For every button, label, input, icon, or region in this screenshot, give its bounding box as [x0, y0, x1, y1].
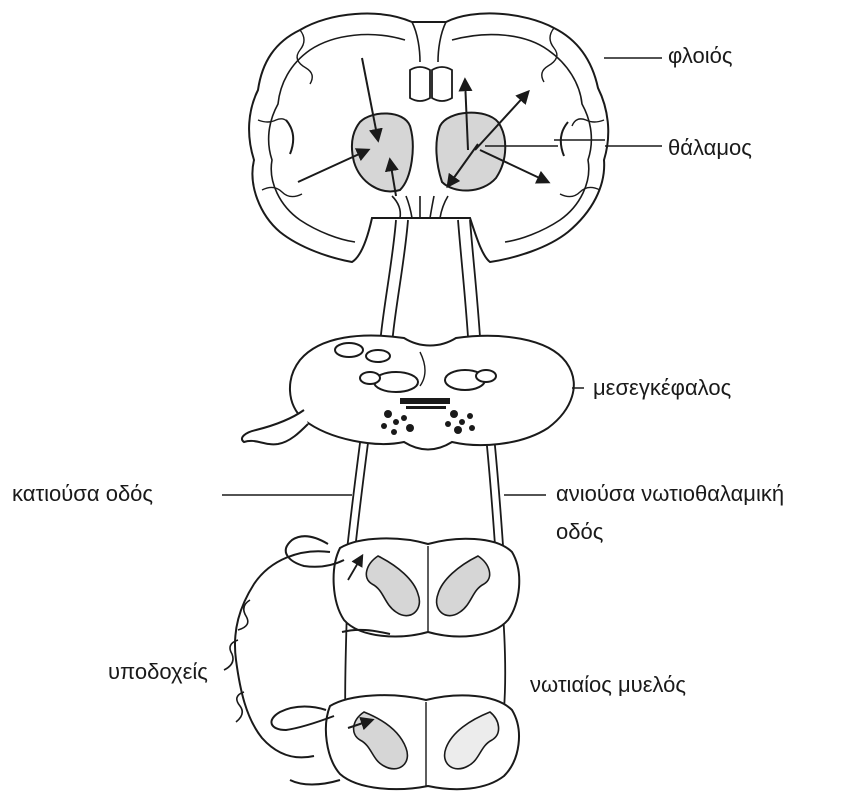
cranial-nerve-root [242, 410, 308, 444]
label-spinal-cord: νωτιαίος μυελός [530, 673, 686, 697]
sensory-nerve [235, 551, 330, 757]
descending-tract-fibers [345, 220, 408, 740]
label-cortex: φλοιός [668, 44, 732, 68]
brain-section [249, 13, 608, 262]
spinal-cord-lower-section [326, 695, 519, 789]
lower-dorsal-root [271, 707, 334, 731]
ascending-tract-fibers [458, 220, 505, 740]
label-ascending-pathway-line1: ανιούσα νωτιοθαλαμική [556, 482, 784, 506]
midbrain-section [290, 336, 574, 450]
label-midbrain: μεσεγκέφαλος [593, 376, 731, 400]
label-descending-pathway: κατιούσα οδός [12, 482, 153, 506]
label-ascending-pathway-line2: οδός [556, 520, 603, 544]
label-thalamus: θάλαμος [668, 136, 752, 160]
spinal-cord-upper-section [334, 538, 520, 636]
lower-ventral-root [290, 780, 340, 785]
label-receptors: υποδοχείς [108, 660, 208, 684]
